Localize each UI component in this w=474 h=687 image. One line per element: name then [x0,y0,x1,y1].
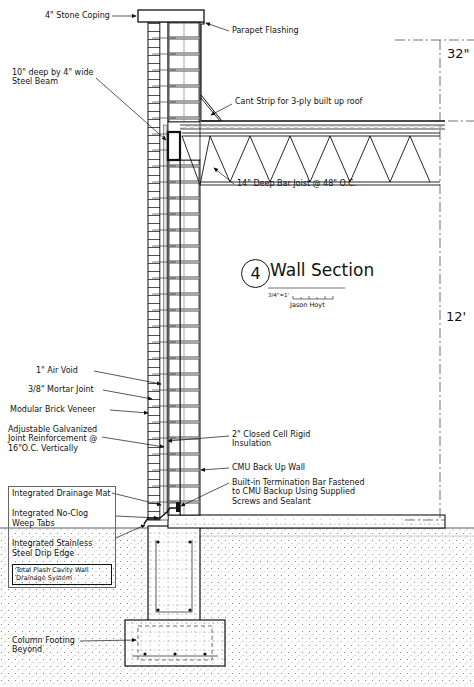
wall-tie [152,294,176,295]
part-label: Adjustable Galvanized Joint Reinforcemen… [8,425,102,453]
wall-tie [152,198,176,199]
part-label: Parapet Flashing [232,26,322,35]
wall-tie [152,278,176,279]
drainage-system-box: Integrated Drainage MatIntegrated No-Clo… [8,486,116,588]
part-label: Cant Strip for 3-ply built up roof [235,97,395,106]
wall-tie [152,406,176,407]
node-text: Total Flash Cavity Wall Drainage System [16,567,108,582]
masonry-wall [148,22,200,520]
node-text: Integrated Stainless Steel Drip Edge [12,539,112,558]
drawing-title: Wall Section [270,262,390,279]
steel-beam [168,132,180,160]
wall-tie [152,390,176,391]
through-wall-flashing [144,502,180,524]
wall-tie [152,422,176,423]
part-label: 1" Air Void [36,366,96,375]
wall-tie [152,70,176,71]
wall-tie [152,182,176,183]
part-label: CMU Back Up Wall [232,463,342,472]
part-label: Built-in Termination Bar Fastened to CMU… [232,478,372,506]
dimension: 12' [446,310,472,323]
dimension-lines [395,40,474,520]
part-label: Column Footing Beyond [12,636,80,655]
leader-lines [80,16,234,641]
part-label: 10" deep by 4" wide Steel Beam [12,68,96,87]
node-text: Integrated No-Clog Weep Tabs [12,509,112,528]
foundation [125,526,225,666]
joist-web [182,136,430,185]
scale-bar [268,288,345,299]
author: Jason Hoyt [290,302,350,310]
system-name-box: Total Flash Cavity Wall Drainage System [12,564,112,585]
wall-tie [152,102,176,103]
wall-tie [152,454,176,455]
part-label: 14" Deep Bar Joist @ 48" O.C. [237,179,407,188]
wall-tie [152,438,176,439]
part-label: Modular Brick Veneer [10,405,110,414]
joint-reinforcement [152,38,176,502]
wall-tie [152,230,176,231]
wall-tie [152,54,176,55]
wall-tie [152,470,176,471]
section-callout-circle: 4 [241,259,270,288]
earth [0,528,474,687]
wall-tie [152,326,176,327]
dimension: 32" [447,47,473,60]
wall-tie [152,166,176,167]
scale-text: 3/4"=1' [268,292,298,298]
floor-slab [168,515,445,528]
part-label: 3/8" Mortar Joint [28,385,104,394]
roof-parts [138,10,445,129]
wall-tie [152,246,176,247]
wall-tie [152,486,176,487]
wall-tie [152,502,176,503]
wall-tie [152,214,176,215]
wall-tie [152,86,176,87]
wall-tie [152,118,176,119]
wall-tie [152,310,176,311]
wall-tie [152,38,176,39]
bar-joist [182,133,440,185]
wall-tie [152,374,176,375]
node-text: 4 [242,266,269,282]
part-label: 2" Closed Cell Rigid Insulation [232,430,342,449]
part-label: 4" Stone Coping [45,11,111,20]
wall-tie [152,342,176,343]
wall-tie [152,262,176,263]
node-text: Integrated Drainage Mat [12,489,112,498]
wall-tie [152,358,176,359]
